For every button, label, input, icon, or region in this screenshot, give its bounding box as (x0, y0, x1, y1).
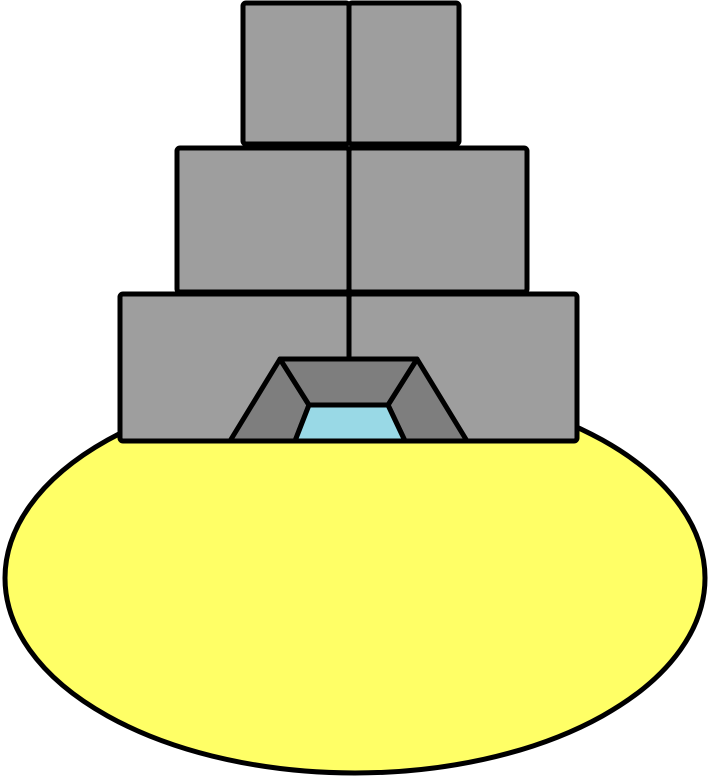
stone-block-middle-left (174, 145, 352, 295)
stone-block-middle-right (346, 145, 530, 295)
stone-block-top-left (240, 0, 352, 147)
doorway-light-opening (292, 402, 408, 444)
stone-block-top-right (346, 0, 462, 147)
doorway (227, 356, 470, 444)
stone-building (117, 0, 580, 444)
